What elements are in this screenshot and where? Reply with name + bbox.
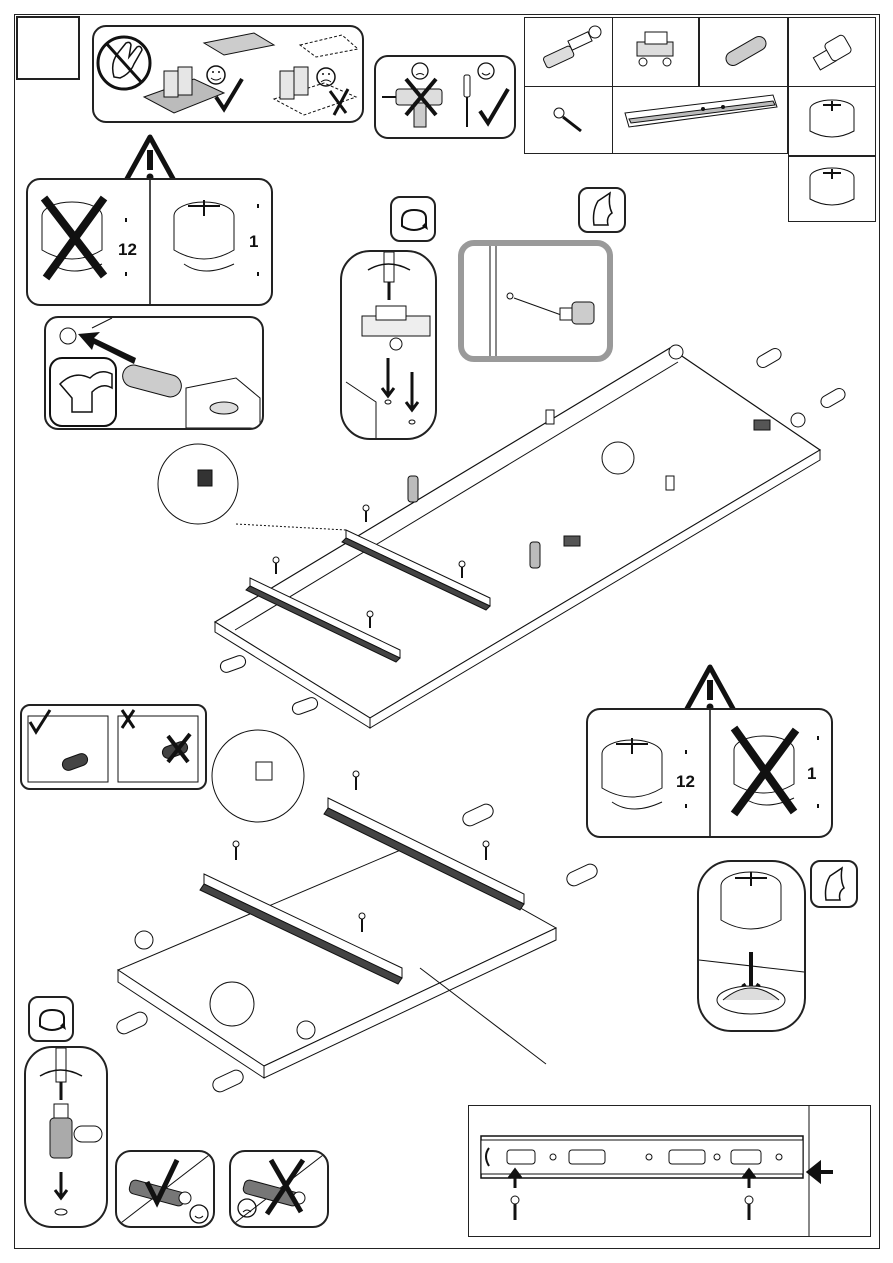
cam-count-right: 1 bbox=[249, 232, 258, 252]
screw-icon bbox=[353, 771, 359, 790]
cam-lock-icon bbox=[810, 100, 854, 137]
screw-icon bbox=[483, 841, 489, 860]
plug-icon bbox=[666, 476, 674, 490]
rotate-icon bbox=[392, 198, 434, 240]
dowel-icon bbox=[461, 802, 496, 828]
hardware-cell-cam-bolt bbox=[524, 17, 613, 87]
rotate-icon bbox=[30, 998, 72, 1040]
dowel-icon bbox=[211, 1068, 246, 1094]
cam-lock-icon bbox=[135, 931, 153, 949]
sad-face-icon bbox=[317, 68, 335, 86]
sad-face-icon bbox=[238, 1199, 256, 1217]
cam-lock-icon bbox=[297, 1021, 315, 1039]
rotate-icon-box bbox=[390, 196, 436, 242]
cam-bolt-icon bbox=[543, 26, 601, 69]
hardware-cell-plug bbox=[788, 17, 876, 87]
cross-icon bbox=[330, 89, 348, 115]
work-surface-panel bbox=[92, 25, 364, 123]
upper-panel-assembly bbox=[150, 340, 860, 730]
cam-orientation-panel-mid: 12 1 bbox=[586, 708, 833, 838]
step-number-box bbox=[16, 16, 80, 80]
glue-bottle-icon bbox=[50, 358, 116, 426]
screw-icon bbox=[554, 108, 581, 131]
cam-orientation-panel-top: 12 1 bbox=[26, 178, 273, 306]
screwdriver-icon bbox=[56, 1048, 66, 1100]
hardware-cell-hinge-plate bbox=[612, 17, 699, 87]
glue-hint-icon bbox=[580, 189, 624, 231]
cam-bolt-screw-panel bbox=[24, 1046, 108, 1228]
screw-icon bbox=[273, 557, 279, 574]
screw-icon bbox=[511, 1196, 519, 1220]
glue-hint-box bbox=[810, 860, 858, 908]
check-icon bbox=[480, 89, 508, 123]
plug-icon bbox=[546, 410, 554, 424]
dowel-icon bbox=[219, 654, 248, 674]
hinge-icon bbox=[754, 420, 770, 430]
lower-panel-assembly bbox=[100, 728, 620, 1108]
screwdriver-icon bbox=[384, 252, 394, 300]
screw-icon bbox=[363, 505, 369, 522]
cam-bolt-icon bbox=[530, 542, 540, 568]
cam-lock-icon bbox=[810, 168, 854, 205]
drawer-runner-icon bbox=[481, 1136, 803, 1178]
cam-seat-panel bbox=[697, 860, 806, 1032]
cam-bolt-correct-panel bbox=[115, 1150, 215, 1228]
dowel-icon bbox=[755, 346, 784, 369]
hardware-cell-cam-b bbox=[788, 156, 876, 222]
screwdriver-icon bbox=[464, 75, 470, 127]
cam-lock-icon bbox=[669, 345, 683, 359]
cam-bolt-wrong-panel bbox=[229, 1150, 329, 1228]
dowel-icon bbox=[819, 386, 848, 409]
cam-count-wrong: 1 bbox=[807, 764, 816, 784]
sad-face-icon bbox=[412, 63, 428, 79]
arrow-icon bbox=[55, 1172, 67, 1198]
cam-lock-icon bbox=[174, 200, 234, 271]
hinge-icon bbox=[637, 32, 673, 66]
glue-hint-box bbox=[578, 187, 626, 233]
happy-face-icon bbox=[207, 66, 225, 84]
screw-icon bbox=[745, 1196, 753, 1220]
arrow-icon bbox=[809, 1164, 833, 1180]
drawer-runner-icon bbox=[625, 95, 777, 127]
happy-face-icon bbox=[190, 1205, 208, 1223]
hardware-cell-screw bbox=[524, 86, 613, 154]
no-glove-surface-icon bbox=[98, 37, 150, 89]
plug-icon bbox=[813, 34, 852, 70]
tool-choice-panel bbox=[374, 55, 516, 139]
hardware-cell-runner bbox=[612, 86, 788, 154]
cam-bolt-icon bbox=[408, 476, 418, 502]
hardware-cell-dowel bbox=[699, 17, 788, 87]
screw-icon bbox=[233, 841, 239, 860]
dowel-icon bbox=[291, 696, 320, 716]
cam-lock-icon bbox=[721, 872, 781, 929]
dowel-icon bbox=[723, 34, 768, 68]
hinge-icon bbox=[564, 536, 580, 546]
dowel-icon bbox=[565, 862, 600, 888]
cam-count-wrong: 12 bbox=[118, 240, 137, 260]
rotate-icon-box bbox=[28, 996, 74, 1042]
cam-lock-icon bbox=[791, 413, 805, 427]
plug-icon bbox=[560, 302, 594, 324]
dowel-icon bbox=[115, 1010, 150, 1036]
cam-count-right: 12 bbox=[676, 772, 695, 792]
glue-hint-icon bbox=[812, 862, 856, 906]
cam-bolt-icon bbox=[50, 1104, 72, 1158]
runner-screw-position-panel bbox=[468, 1105, 871, 1237]
hardware-cell-cam-a bbox=[788, 86, 876, 156]
happy-face-icon bbox=[478, 63, 494, 79]
